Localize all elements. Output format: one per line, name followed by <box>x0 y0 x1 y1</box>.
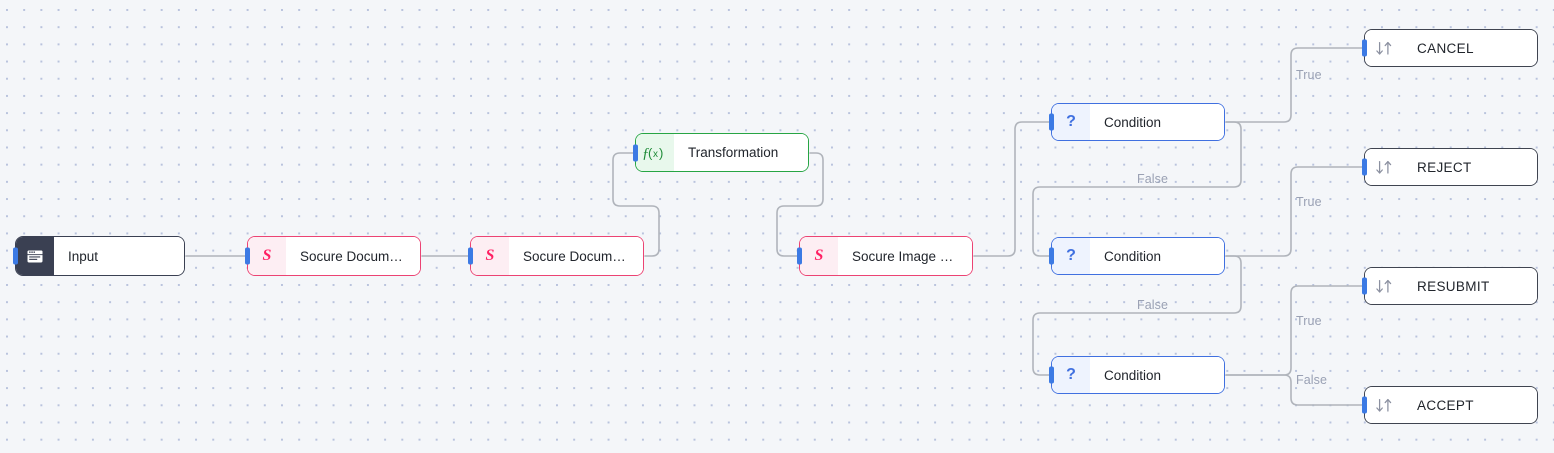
edge-connector <box>1032 121 1242 257</box>
socure-s-icon: S <box>248 237 286 275</box>
node-label-text: Socure Document Ver… <box>523 248 633 264</box>
question-mark-icon: ? <box>1052 357 1090 393</box>
svg-text:x: x <box>653 149 658 160</box>
node-label: REJECT <box>1403 149 1537 185</box>
function-fx-icon: ƒ(x) <box>636 134 674 171</box>
node-reject[interactable]: REJECT <box>1362 148 1538 186</box>
node-label-text: REJECT <box>1417 159 1472 175</box>
node-label: Input <box>54 237 184 275</box>
node-condition_1[interactable]: ? Condition <box>1049 103 1225 141</box>
node-input[interactable]: Input <box>13 236 185 276</box>
edge-label: False <box>1137 172 1169 186</box>
input-port[interactable] <box>1362 277 1367 295</box>
input-port[interactable] <box>245 247 250 265</box>
node-label-text: Transformation <box>688 145 779 160</box>
input-port[interactable] <box>468 247 473 265</box>
edge-label: False <box>1137 298 1169 312</box>
input-port[interactable] <box>1049 366 1054 384</box>
node-label: Socure Image Reques… <box>838 237 972 275</box>
node-socure_doc_request[interactable]: S Socure Document Re… <box>245 236 421 276</box>
question-mark-icon: ? <box>1052 104 1090 140</box>
edge-label: True <box>1296 314 1322 328</box>
sort-arrows-icon <box>1365 30 1403 66</box>
input-port[interactable] <box>1049 247 1054 265</box>
edge-label: True <box>1296 68 1322 82</box>
node-label-text: ACCEPT <box>1417 397 1474 413</box>
node-condition_3[interactable]: ? Condition <box>1049 356 1225 394</box>
node-label: Condition <box>1090 238 1224 274</box>
node-label: Condition <box>1090 357 1224 393</box>
node-label-text: Condition <box>1104 248 1162 264</box>
edge-connector <box>1225 47 1364 123</box>
sort-arrows-icon <box>1365 387 1403 423</box>
node-label-text: Input <box>68 248 99 264</box>
input-port[interactable] <box>1362 39 1367 57</box>
input-port[interactable] <box>1362 396 1367 414</box>
node-label-text: Socure Document Re… <box>300 248 410 264</box>
node-label-text: Condition <box>1104 114 1162 130</box>
sort-arrows-icon <box>1365 149 1403 185</box>
edge-label: False <box>1296 373 1328 387</box>
node-resubmit[interactable]: RESUBMIT <box>1362 267 1538 305</box>
input-port[interactable] <box>797 247 802 265</box>
socure-s-icon: S <box>800 237 838 275</box>
node-label: Condition <box>1090 104 1224 140</box>
edge-connector <box>1225 374 1364 406</box>
node-label-text: Condition <box>1104 367 1162 383</box>
node-transformation[interactable]: ƒ(x) Transformation <box>633 133 809 172</box>
node-label: CANCEL <box>1403 30 1537 66</box>
svg-text:ƒ: ƒ <box>642 146 650 162</box>
socure-s-icon: S <box>471 237 509 275</box>
edge-connector <box>973 121 1051 257</box>
node-socure_doc_verify[interactable]: S Socure Document Ver… <box>468 236 644 276</box>
node-label: Socure Document Re… <box>286 237 420 275</box>
question-mark-icon: ? <box>1052 238 1090 274</box>
edge-connector <box>1225 166 1364 257</box>
node-label-text: CANCEL <box>1417 40 1474 56</box>
node-accept[interactable]: ACCEPT <box>1362 386 1538 424</box>
node-socure_image_request[interactable]: S Socure Image Reques… <box>797 236 973 276</box>
edge-label: True <box>1296 195 1322 209</box>
node-label: Transformation <box>674 134 808 171</box>
window-card-icon <box>16 237 54 275</box>
node-cancel[interactable]: CANCEL <box>1362 29 1538 67</box>
svg-text:): ) <box>659 146 663 161</box>
node-label-text: Socure Image Reques… <box>852 248 962 264</box>
edge-connector <box>1225 285 1364 376</box>
node-label-text: RESUBMIT <box>1417 278 1490 294</box>
input-port[interactable] <box>13 247 18 265</box>
input-port[interactable] <box>633 144 638 161</box>
svg-text:(: ( <box>648 146 653 161</box>
input-port[interactable] <box>1362 158 1367 176</box>
sort-arrows-icon <box>1365 268 1403 304</box>
node-label: RESUBMIT <box>1403 268 1537 304</box>
node-condition_2[interactable]: ? Condition <box>1049 237 1225 275</box>
node-label: Socure Document Ver… <box>509 237 643 275</box>
input-port[interactable] <box>1049 113 1054 131</box>
node-label: ACCEPT <box>1403 387 1537 423</box>
